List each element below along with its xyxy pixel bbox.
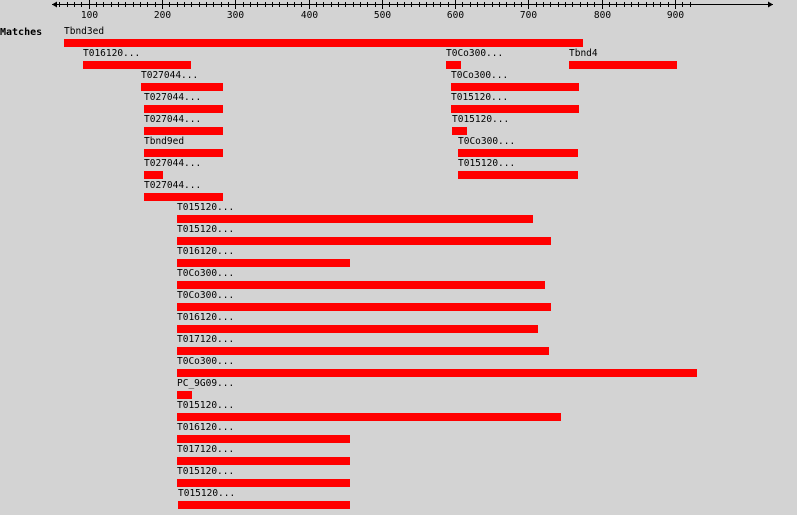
- hit-label: T015120...: [458, 158, 516, 169]
- hit-bar[interactable]: [144, 127, 223, 135]
- hit-label: Tbnd9ed: [144, 136, 185, 147]
- hit-bar[interactable]: [177, 281, 545, 289]
- hit-bar[interactable]: [451, 105, 579, 113]
- hit-label: T027044...: [141, 70, 199, 81]
- hit-label: T027044...: [144, 92, 202, 103]
- hit-bar[interactable]: [177, 259, 350, 267]
- ruler-tick-label: 700: [520, 10, 537, 21]
- hit-bar[interactable]: [64, 39, 583, 47]
- hit-label: Tbnd3ed: [64, 26, 105, 37]
- hit-bar[interactable]: [452, 127, 467, 135]
- ruler-tick-label: 900: [667, 10, 684, 21]
- hit-label: PC_9G09...: [177, 378, 235, 389]
- hit-bar[interactable]: [83, 61, 191, 69]
- ruler-left-arrow-icon: [52, 1, 57, 8]
- hit-bar[interactable]: [177, 369, 697, 377]
- hit-bar[interactable]: [177, 457, 350, 465]
- hit-bar[interactable]: [178, 501, 350, 509]
- hit-bar[interactable]: [451, 83, 579, 91]
- hit-bar[interactable]: [144, 193, 223, 201]
- hit-bar[interactable]: [177, 391, 192, 399]
- hit-label: T015120...: [177, 400, 235, 411]
- hit-label: T016120...: [177, 312, 235, 323]
- hit-label: Tbnd4: [569, 48, 598, 59]
- hit-label: T015120...: [177, 224, 235, 235]
- hit-label: T0Co300...: [458, 136, 516, 147]
- hit-label: T016120...: [177, 246, 235, 257]
- hit-bar[interactable]: [177, 237, 551, 245]
- hit-label: T017120...: [177, 334, 235, 345]
- hit-bar[interactable]: [177, 325, 538, 333]
- hit-label: T0Co300...: [177, 268, 235, 279]
- hit-label: T027044...: [144, 180, 202, 191]
- hit-bar[interactable]: [177, 303, 551, 311]
- hit-bar[interactable]: [141, 83, 223, 91]
- hit-bar[interactable]: [144, 171, 163, 179]
- hit-label: T0Co300...: [177, 356, 235, 367]
- hit-label: T015120...: [178, 488, 236, 499]
- hit-bar[interactable]: [458, 171, 578, 179]
- track-label-matches: Matches: [0, 27, 43, 38]
- ruler-tick-label: 500: [374, 10, 391, 21]
- hit-label: T0Co300...: [451, 70, 509, 81]
- hit-label: T015120...: [452, 114, 510, 125]
- hit-label: T027044...: [144, 158, 202, 169]
- hit-label: T0Co300...: [177, 290, 235, 301]
- hit-label: T017120...: [177, 444, 235, 455]
- hit-bar[interactable]: [144, 149, 223, 157]
- hit-bar[interactable]: [446, 61, 461, 69]
- hit-label: T016120...: [83, 48, 141, 59]
- hit-bar[interactable]: [177, 215, 533, 223]
- hit-bar[interactable]: [177, 347, 549, 355]
- ruler-tick-label: 200: [154, 10, 171, 21]
- ruler-tick-label: 100: [81, 10, 98, 21]
- hit-label: T015120...: [177, 202, 235, 213]
- hit-bar[interactable]: [144, 105, 223, 113]
- hit-bar[interactable]: [458, 149, 578, 157]
- ruler-tick-label: 800: [594, 10, 611, 21]
- ruler-tick-label: 600: [447, 10, 464, 21]
- hit-label: T0Co300...: [446, 48, 504, 59]
- ruler-tick-label: 300: [227, 10, 244, 21]
- hit-label: T015120...: [177, 466, 235, 477]
- hit-label: T015120...: [451, 92, 509, 103]
- hit-bar[interactable]: [569, 61, 677, 69]
- hit-bar[interactable]: [177, 435, 350, 443]
- hit-bar[interactable]: [177, 479, 350, 487]
- coordinate-ruler: 100 200 300 400 500 600 700 800 900: [52, 0, 773, 21]
- ruler-right-arrow-icon: [768, 1, 773, 8]
- hit-label: T016120...: [177, 422, 235, 433]
- hit-bar[interactable]: [177, 413, 561, 421]
- hit-label: T027044...: [144, 114, 202, 125]
- ruler-tick-label: 400: [301, 10, 318, 21]
